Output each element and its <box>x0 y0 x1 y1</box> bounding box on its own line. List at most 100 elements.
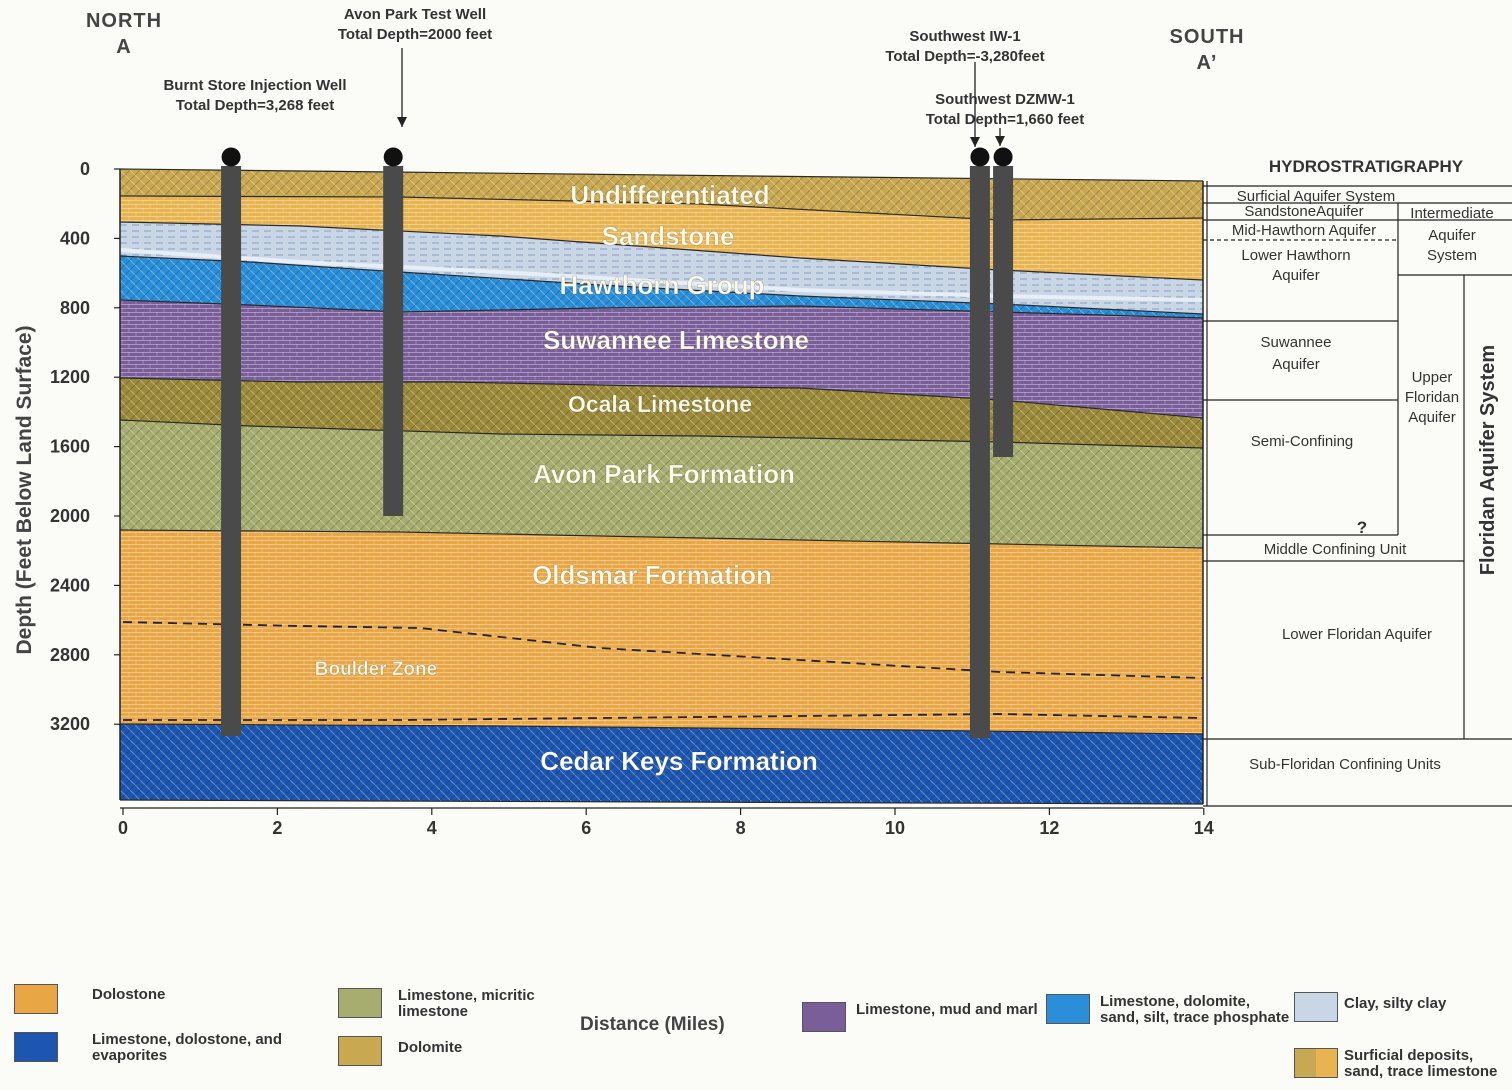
y-tick-label: 400 <box>60 228 90 248</box>
north-text: NORTH <box>85 10 163 32</box>
x-tick-label: 6 <box>581 818 591 838</box>
hydro-unit: Lower Floridan Aquifer <box>1282 626 1432 643</box>
well-column <box>221 166 242 736</box>
boundary-line <box>119 168 1204 182</box>
well-label-southwest-iw1: Southwest IW-1 Total Depth=-3,280feet <box>850 27 1080 67</box>
legend-swatch <box>1294 992 1338 1022</box>
well-name: Southwest IW-1 <box>909 28 1021 45</box>
legend-label: Dolostone <box>92 986 166 1003</box>
legend-label: Limestone, dolostone, and evaporites <box>92 1031 283 1064</box>
hydro-unit: SandstoneAquifer <box>1244 203 1363 220</box>
boundary-line <box>119 723 1204 735</box>
formation-label: Boulder Zone <box>315 659 437 680</box>
x-tick-label: 12 <box>1039 818 1059 838</box>
well-head-marker <box>221 147 241 167</box>
y-tick-label: 1200 <box>50 367 90 387</box>
hydro-unit: Semi-Confining <box>1251 433 1354 450</box>
well-name: Burnt Store Injection Well <box>163 77 347 94</box>
legend-item-limestone-dolomite-sand: Limestone, dolomite, sand, silt, trace p… <box>1046 994 1296 1026</box>
well-name: Avon Park Test Well <box>343 6 487 23</box>
well-label-southwest-dzmw1: Southwest DZMW-1 Total Depth=1,660 feet <box>890 90 1120 130</box>
formation-label: Hawthorn Group <box>559 270 764 300</box>
iw1-pointer-head <box>970 137 980 147</box>
layer-oldsmar-texture <box>120 530 1203 734</box>
boulder-zone-bottom <box>123 713 1204 721</box>
well-column <box>969 166 990 739</box>
hydro-intermediate: Aquifer <box>1428 227 1476 244</box>
legend-swatch <box>1294 1048 1338 1078</box>
formation-label: Suwannee Limestone <box>543 325 809 355</box>
hydro-intermediate: Intermediate <box>1410 205 1493 222</box>
boundary-line <box>119 529 1204 549</box>
hydro-upper-floridan: Floridan <box>1405 389 1459 406</box>
x-tick-label: 4 <box>427 818 437 838</box>
boundary-line <box>119 195 1204 221</box>
y-tick-label: 1600 <box>50 437 90 457</box>
legend-item-dolostone: Dolostone <box>14 984 314 1014</box>
south-label: SOUTH A’ <box>1162 24 1252 76</box>
well-columns <box>221 48 1014 739</box>
legend-item-limestone-mud-marl: Limestone, mud and marl <box>802 1002 1052 1032</box>
well-label-avon-park: Avon Park Test Well Total Depth=2000 fee… <box>300 5 530 45</box>
legend-label: Limestone, dolomite, sand, silt, trace p… <box>1100 993 1290 1026</box>
north-marker: A <box>116 36 132 58</box>
well-label-burnt-store: Burnt Store Injection Well Total Depth=3… <box>130 76 380 116</box>
y-tick-label: 2000 <box>50 506 90 526</box>
legend-swatch <box>1046 994 1090 1024</box>
legend-label: Surficial deposits, sand, trace limeston… <box>1344 1048 1498 1080</box>
y-tick-label: 2800 <box>50 645 90 665</box>
formation-label: Oldsmar Formation <box>532 560 772 590</box>
well-head-marker <box>993 147 1013 167</box>
hydro-unit: Middle Confining Unit <box>1264 541 1407 558</box>
well-column <box>383 166 404 516</box>
hydro-unit: Lower Hawthorn <box>1241 247 1350 264</box>
south-marker: A’ <box>1196 52 1218 74</box>
unknown-boundary-marker: ? <box>1357 518 1367 537</box>
well-depth: Total Depth=1,660 feet <box>925 111 1085 128</box>
boundary-line <box>119 799 1204 805</box>
hydrostratigraphy-title: HYDROSTRATIGRAPHY <box>1269 157 1464 176</box>
hydro-unit: Aquifer <box>1272 267 1320 284</box>
x-tick-label: 8 <box>736 818 746 838</box>
x-tick-label: 14 <box>1194 818 1214 838</box>
y-tick-label: 3200 <box>50 714 90 734</box>
south-text: SOUTH <box>1169 26 1245 48</box>
hydro-unit: Suwannee <box>1261 334 1332 351</box>
legend-swatch <box>338 988 382 1018</box>
legend-label: Dolomite <box>398 1039 463 1056</box>
legend-item-clay: Clay, silty clay <box>1294 992 1504 1022</box>
hydro-intermediate: System <box>1427 247 1477 264</box>
y-axis-title: Depth (Feet Below Land Surface) <box>13 325 36 655</box>
formation-label: Sandstone <box>602 221 735 251</box>
legend-swatch <box>802 1002 846 1032</box>
x-tick-label: 2 <box>272 818 282 838</box>
formation-label: Undifferentiated <box>570 180 769 210</box>
dzmw1-pointer-head <box>995 136 1005 146</box>
north-label: NORTH A <box>84 8 164 60</box>
well-depth: Total Depth=-3,280feet <box>885 48 1045 65</box>
legend-swatch <box>14 984 58 1014</box>
boundary-line <box>119 221 1204 281</box>
x-tick-label: 0 <box>118 818 128 838</box>
well-column <box>993 166 1014 458</box>
legend-item-dolomite: Dolomite <box>338 1036 588 1066</box>
hydro-unit: Mid-Hawthorn Aquifer <box>1232 222 1376 239</box>
legend-item-limestone-dolostone-evaporites: Limestone, dolostone, and evaporites <box>14 1032 314 1064</box>
formation-label: Cedar Keys Formation <box>540 746 817 776</box>
y-tick-label: 2400 <box>50 575 90 595</box>
layer-cedar-keys-texture <box>120 724 1203 804</box>
legend-swatch <box>338 1036 382 1066</box>
boulder-zone-top <box>122 621 1204 679</box>
well-depth: Total Depth=3,268 feet <box>175 97 335 114</box>
avon-park-pointer-head <box>397 117 407 127</box>
y-tick-label: 0 <box>80 159 90 179</box>
formation-label: Avon Park Formation <box>533 459 795 489</box>
legend-item-surficial-deposits: Surficial deposits, sand, trace limeston… <box>1294 1048 1508 1080</box>
hydro-unit: Aquifer <box>1272 356 1320 373</box>
hydro-upper-floridan: Upper <box>1412 369 1453 386</box>
